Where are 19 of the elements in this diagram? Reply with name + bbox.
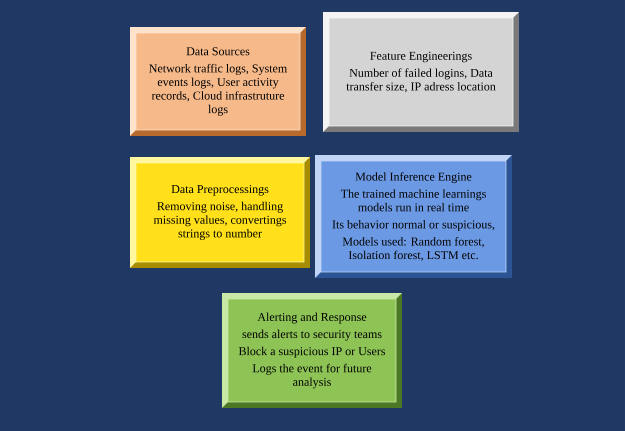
box-text: Its behavior normal or suspicious, — [332, 220, 494, 231]
box-text: sends alerts to security teams — [242, 330, 382, 341]
box-text: Network traffic logs, System events logs, User activity records, Cloud infrastruture logs — [149, 64, 288, 116]
box-text: Block a suspicious IP or Users — [238, 346, 386, 358]
box-text: Logs the event for future analysis — [252, 364, 372, 388]
box-heading: Model Inference Engine — [356, 172, 472, 184]
box-heading: Data Preprocessings — [172, 185, 268, 196]
process-box — [130, 157, 310, 268]
box-heading: Alerting and Response — [257, 312, 366, 324]
box-heading: Data Sources — [186, 47, 250, 56]
process-box — [222, 293, 402, 408]
box-text: Removing noise, handling missing values, convertings strings to number — [154, 202, 286, 240]
box-heading: Feature Engineerings — [370, 52, 472, 62]
box-text: Models used: Random forest, Isolation forest, LSTM etc. — [342, 237, 484, 261]
process-box — [323, 12, 519, 132]
process-box — [315, 155, 512, 278]
box-text: Number of failed logins, Data transfer size, IP adress location — [346, 68, 496, 92]
process-box — [130, 27, 306, 136]
box-text: The trained machine learnings models run in real time — [340, 189, 486, 212]
